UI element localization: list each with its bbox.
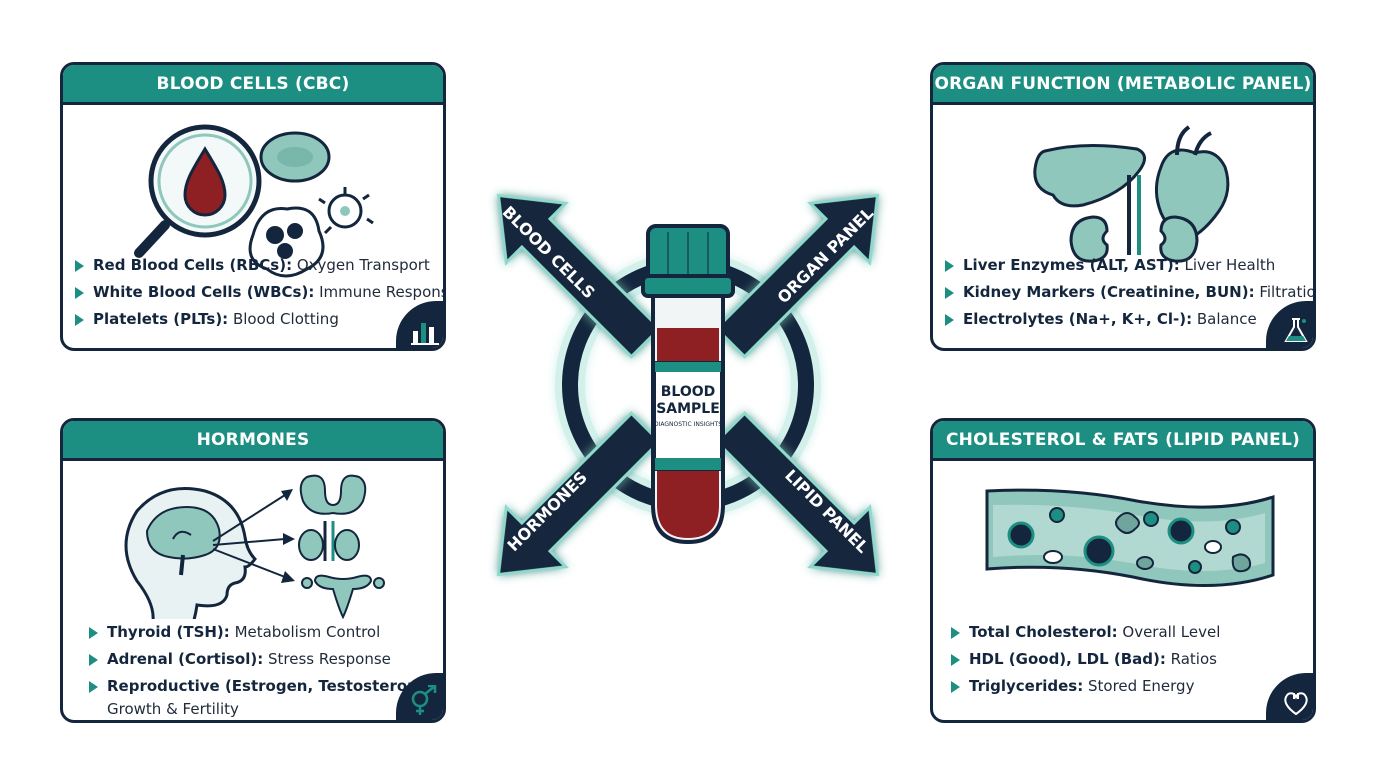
red-cell-icon [259,131,331,183]
adrenal-icon [298,521,360,561]
panel-blood-cells: BLOOD CELLS (CBC) Red Blood [60,62,446,351]
bullet-icon [945,314,954,326]
list-item: Red Blood Cells (RBCs): Oxygen Transport [75,252,430,279]
list-item: HDL (Good), LDL (Bad): Ratios [951,646,1273,673]
kidneys-icon [1069,175,1199,263]
ldl-particle-icon [1007,517,1195,567]
bullet-icon [951,681,960,693]
panel-lipid: CHOLESTEROL & FATS (LIPID PANEL) Total C… [930,418,1316,723]
bullet-icon [75,287,84,299]
list-item: White Blood Cells (WBCs): Immune Respons… [75,279,443,306]
uterus-icon [301,574,385,619]
blood-vessel-illustration [985,488,1275,587]
arrow-lipid-panel [714,411,880,577]
tube-label-sub: DIAGNOSTIC INSIGHTS [654,421,722,428]
list-item: Total Cholesterol: Overall Level [951,619,1273,646]
panel-title: BLOOD CELLS (CBC) [63,65,443,105]
panel-title: HORMONES [63,421,443,461]
connection-arrows [212,489,295,583]
head-brain-icon [124,487,257,619]
organ-illustration [1033,125,1230,263]
lipid-list: Total Cholesterol: Overall Level HDL (Go… [951,619,1273,700]
list-item: Thyroid (TSH): Metabolism Control [89,619,403,646]
platelet-icon [318,187,374,235]
bullet-icon [75,314,84,326]
bar-chart-icon [396,301,443,348]
bullet-icon [89,681,98,693]
bullet-icon [951,654,960,666]
list-item: Liver Enzymes (ALT, AST): Liver Health [945,252,1275,279]
flask-icon [1266,301,1313,348]
white-cell-icon [248,206,325,278]
fat-blob-icon [1043,512,1252,573]
list-item: Platelets (PLTs): Blood Clotting [75,306,403,333]
panel-title: CHOLESTEROL & FATS (LIPID PANEL) [933,421,1313,461]
list-item: Triglycerides: Stored Energy [951,673,1273,700]
tube-label-line2: SAMPLE [656,401,720,417]
panel-hormones: HORMONES Th [60,418,446,723]
panel-title: ORGAN FUNCTION (METABOLIC PANEL) [933,65,1313,105]
heart-icon [1266,673,1313,720]
panel-organ-function: ORGAN FUNCTION (METABOLIC PANEL) Liver E… [930,62,1316,351]
list-item: Reproductive (Estrogen, Testosterone):Gr… [89,673,441,720]
hormones-list: Thyroid (TSH): Metabolism Control Adrena… [89,619,441,720]
blood-cells-illustration [134,124,374,278]
tube-label-line1: BLOOD [661,384,716,400]
list-item: Electrolytes (Na+, K+, Cl-): Balance [945,306,1273,333]
blood-cells-list: Red Blood Cells (RBCs): Oxygen Transport… [75,252,443,333]
hormones-illustration [124,474,385,619]
hdl-particle-icon [1049,507,1241,574]
blood-tube: BLOOD SAMPLE DIAGNOSTIC INSIGHTS [641,224,735,545]
bullet-icon [89,654,98,666]
bullet-icon [951,627,960,639]
liver-icon [1033,143,1146,208]
list-item: Adrenal (Cortisol): Stress Response [89,646,403,673]
thyroid-icon [299,474,367,515]
bullet-icon [75,260,84,272]
bullet-icon [945,287,954,299]
arrow-organ-panel [714,193,880,359]
organ-function-list: Liver Enzymes (ALT, AST): Liver Health K… [945,252,1313,333]
arrow-blood-cells [496,193,662,359]
arrow-hormones [496,411,662,577]
bullet-icon [89,627,98,639]
bullet-icon [945,260,954,272]
list-item: Kidney Markers (Creatinine, BUN): Filtra… [945,279,1313,306]
magnifying-glass-icon [134,124,262,258]
